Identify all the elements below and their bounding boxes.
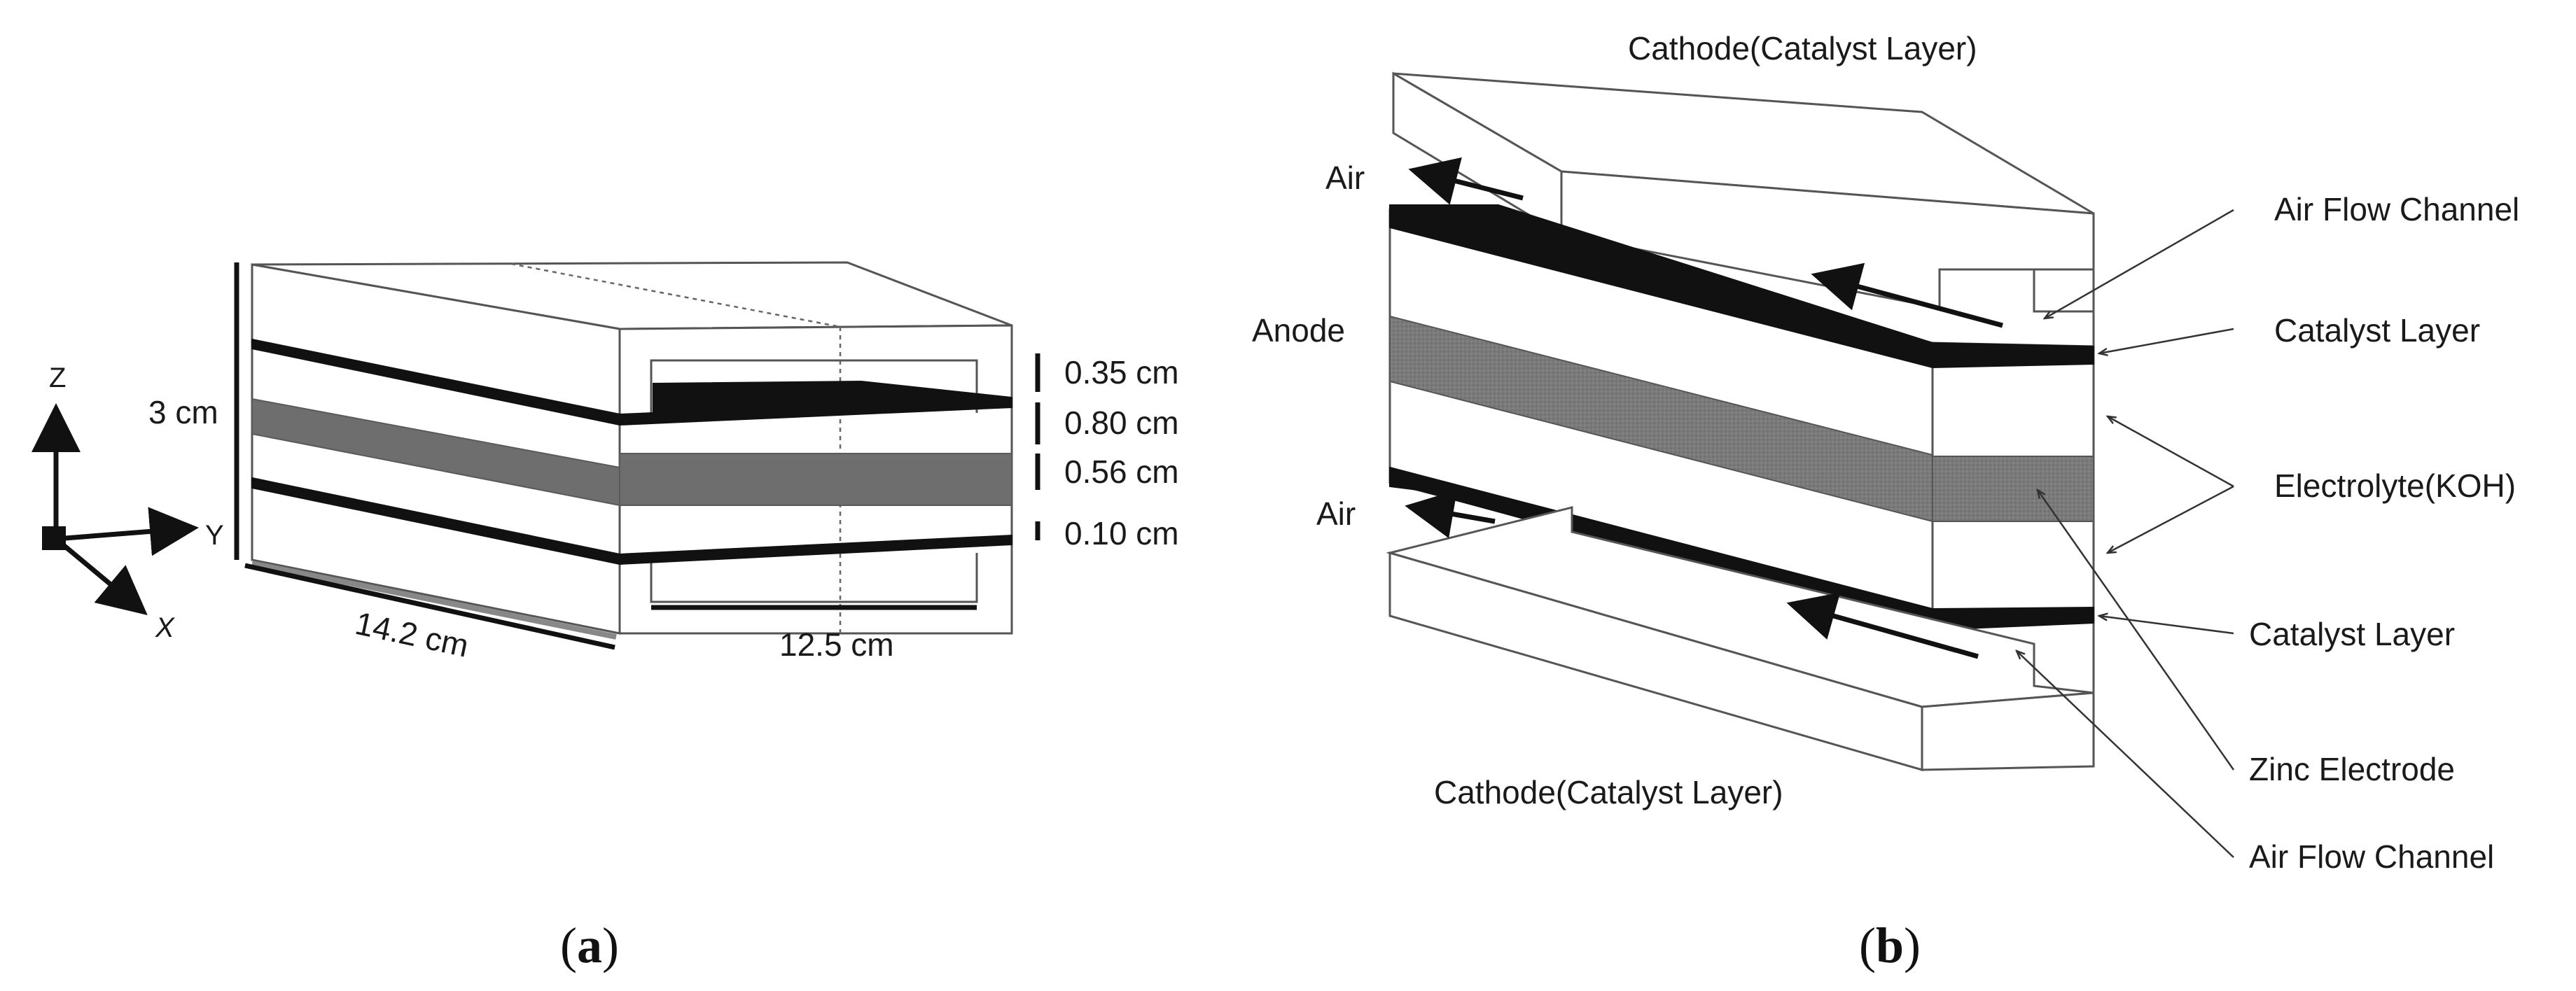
- air-arrow-bottom-outer: [1405, 490, 1496, 539]
- top-catalyst-band: [1389, 204, 2094, 369]
- layer-label-1: 0.35 cm: [1064, 354, 1179, 391]
- lower-channel-outline: [650, 553, 978, 603]
- top-cathode-notch: [2033, 269, 2094, 313]
- cathode-bottom-label: Cathode(Catalyst Layer): [1434, 774, 1783, 810]
- callout-air-flow-channel-bottom: Air Flow Channel: [2249, 838, 2494, 875]
- base-shadow: [251, 561, 617, 640]
- cathode-top-label: Cathode(Catalyst Layer): [1628, 30, 1977, 66]
- callout-electrolyte: Electrolyte(KOH): [2274, 468, 2516, 504]
- top-dotted-line: [510, 262, 841, 328]
- length-dimension-line: [244, 563, 615, 650]
- leader-electrolyte-down: [2108, 485, 2234, 553]
- panel-b: Cathode(Catalyst Layer): [1252, 30, 2519, 974]
- coordinate-axes: Z Y X: [32, 363, 224, 643]
- cell-block: [251, 261, 1013, 640]
- air-arrow-top-outer: [1408, 157, 1524, 205]
- layer-label-2: 0.80 cm: [1064, 405, 1179, 441]
- inner-length-label: 12.5 cm: [779, 626, 894, 663]
- callout-zinc-electrode: Zinc Electrode: [2249, 751, 2455, 787]
- bottom-catalyst-band: [1389, 466, 2094, 631]
- air-flow-arrows: [1405, 157, 2003, 659]
- top-cathode-block: [1392, 71, 2095, 313]
- y-axis-label: Y: [205, 520, 224, 551]
- panel-a-caption: (a): [560, 918, 619, 974]
- anode-label: Anode: [1252, 312, 1345, 349]
- air-top-label: Air: [1325, 160, 1365, 196]
- leader-air-flow-bottom: [2017, 651, 2234, 858]
- bottom-catalyst-front: [619, 534, 1012, 565]
- callout-leaders: [2017, 209, 2235, 858]
- layer-dimension-markers: 0.35 cm 0.80 cm 0.56 cm 0.10 cm: [1035, 353, 1179, 551]
- height-label: 3 cm: [148, 394, 218, 430]
- y-axis-arrow: [55, 507, 199, 556]
- upper-channel-outline: [650, 359, 978, 416]
- z-axis-label: Z: [49, 363, 66, 393]
- layer-label-3: 0.56 cm: [1064, 454, 1179, 490]
- panel-a: Z Y X 3 cm: [32, 261, 1179, 974]
- air-arrow-top-inner: [1811, 262, 2003, 328]
- callout-catalyst-layer-bottom: Catalyst Layer: [2249, 616, 2455, 652]
- callout-catalyst-layer-top: Catalyst Layer: [2274, 312, 2480, 349]
- x-axis-arrow: [54, 537, 148, 615]
- leader-air-flow-top: [2045, 209, 2234, 318]
- x-axis-label: X: [155, 612, 175, 643]
- leader-electrolyte-up: [2108, 416, 2234, 488]
- top-catalyst-front: [619, 380, 1012, 426]
- leader-catalyst-top: [2099, 328, 2234, 353]
- bottom-cathode-block: [1386, 506, 2095, 771]
- air-bottom-label: Air: [1316, 495, 1356, 532]
- zinc-band-front: [619, 453, 1012, 506]
- air-arrow-bottom-inner: [1786, 592, 1979, 659]
- leader-catalyst-bottom: [2099, 616, 2234, 635]
- panel-b-caption: (b): [1859, 918, 1921, 974]
- zinc-electrode-end: [1932, 456, 2094, 522]
- bottom-cathode-end-face: [1921, 691, 2095, 771]
- layer-label-4: 0.10 cm: [1064, 515, 1179, 551]
- callout-air-flow-channel-top: Air Flow Channel: [2274, 191, 2519, 227]
- leader-zinc-electrode: [2038, 490, 2235, 771]
- main-cell-body: [1388, 204, 2095, 766]
